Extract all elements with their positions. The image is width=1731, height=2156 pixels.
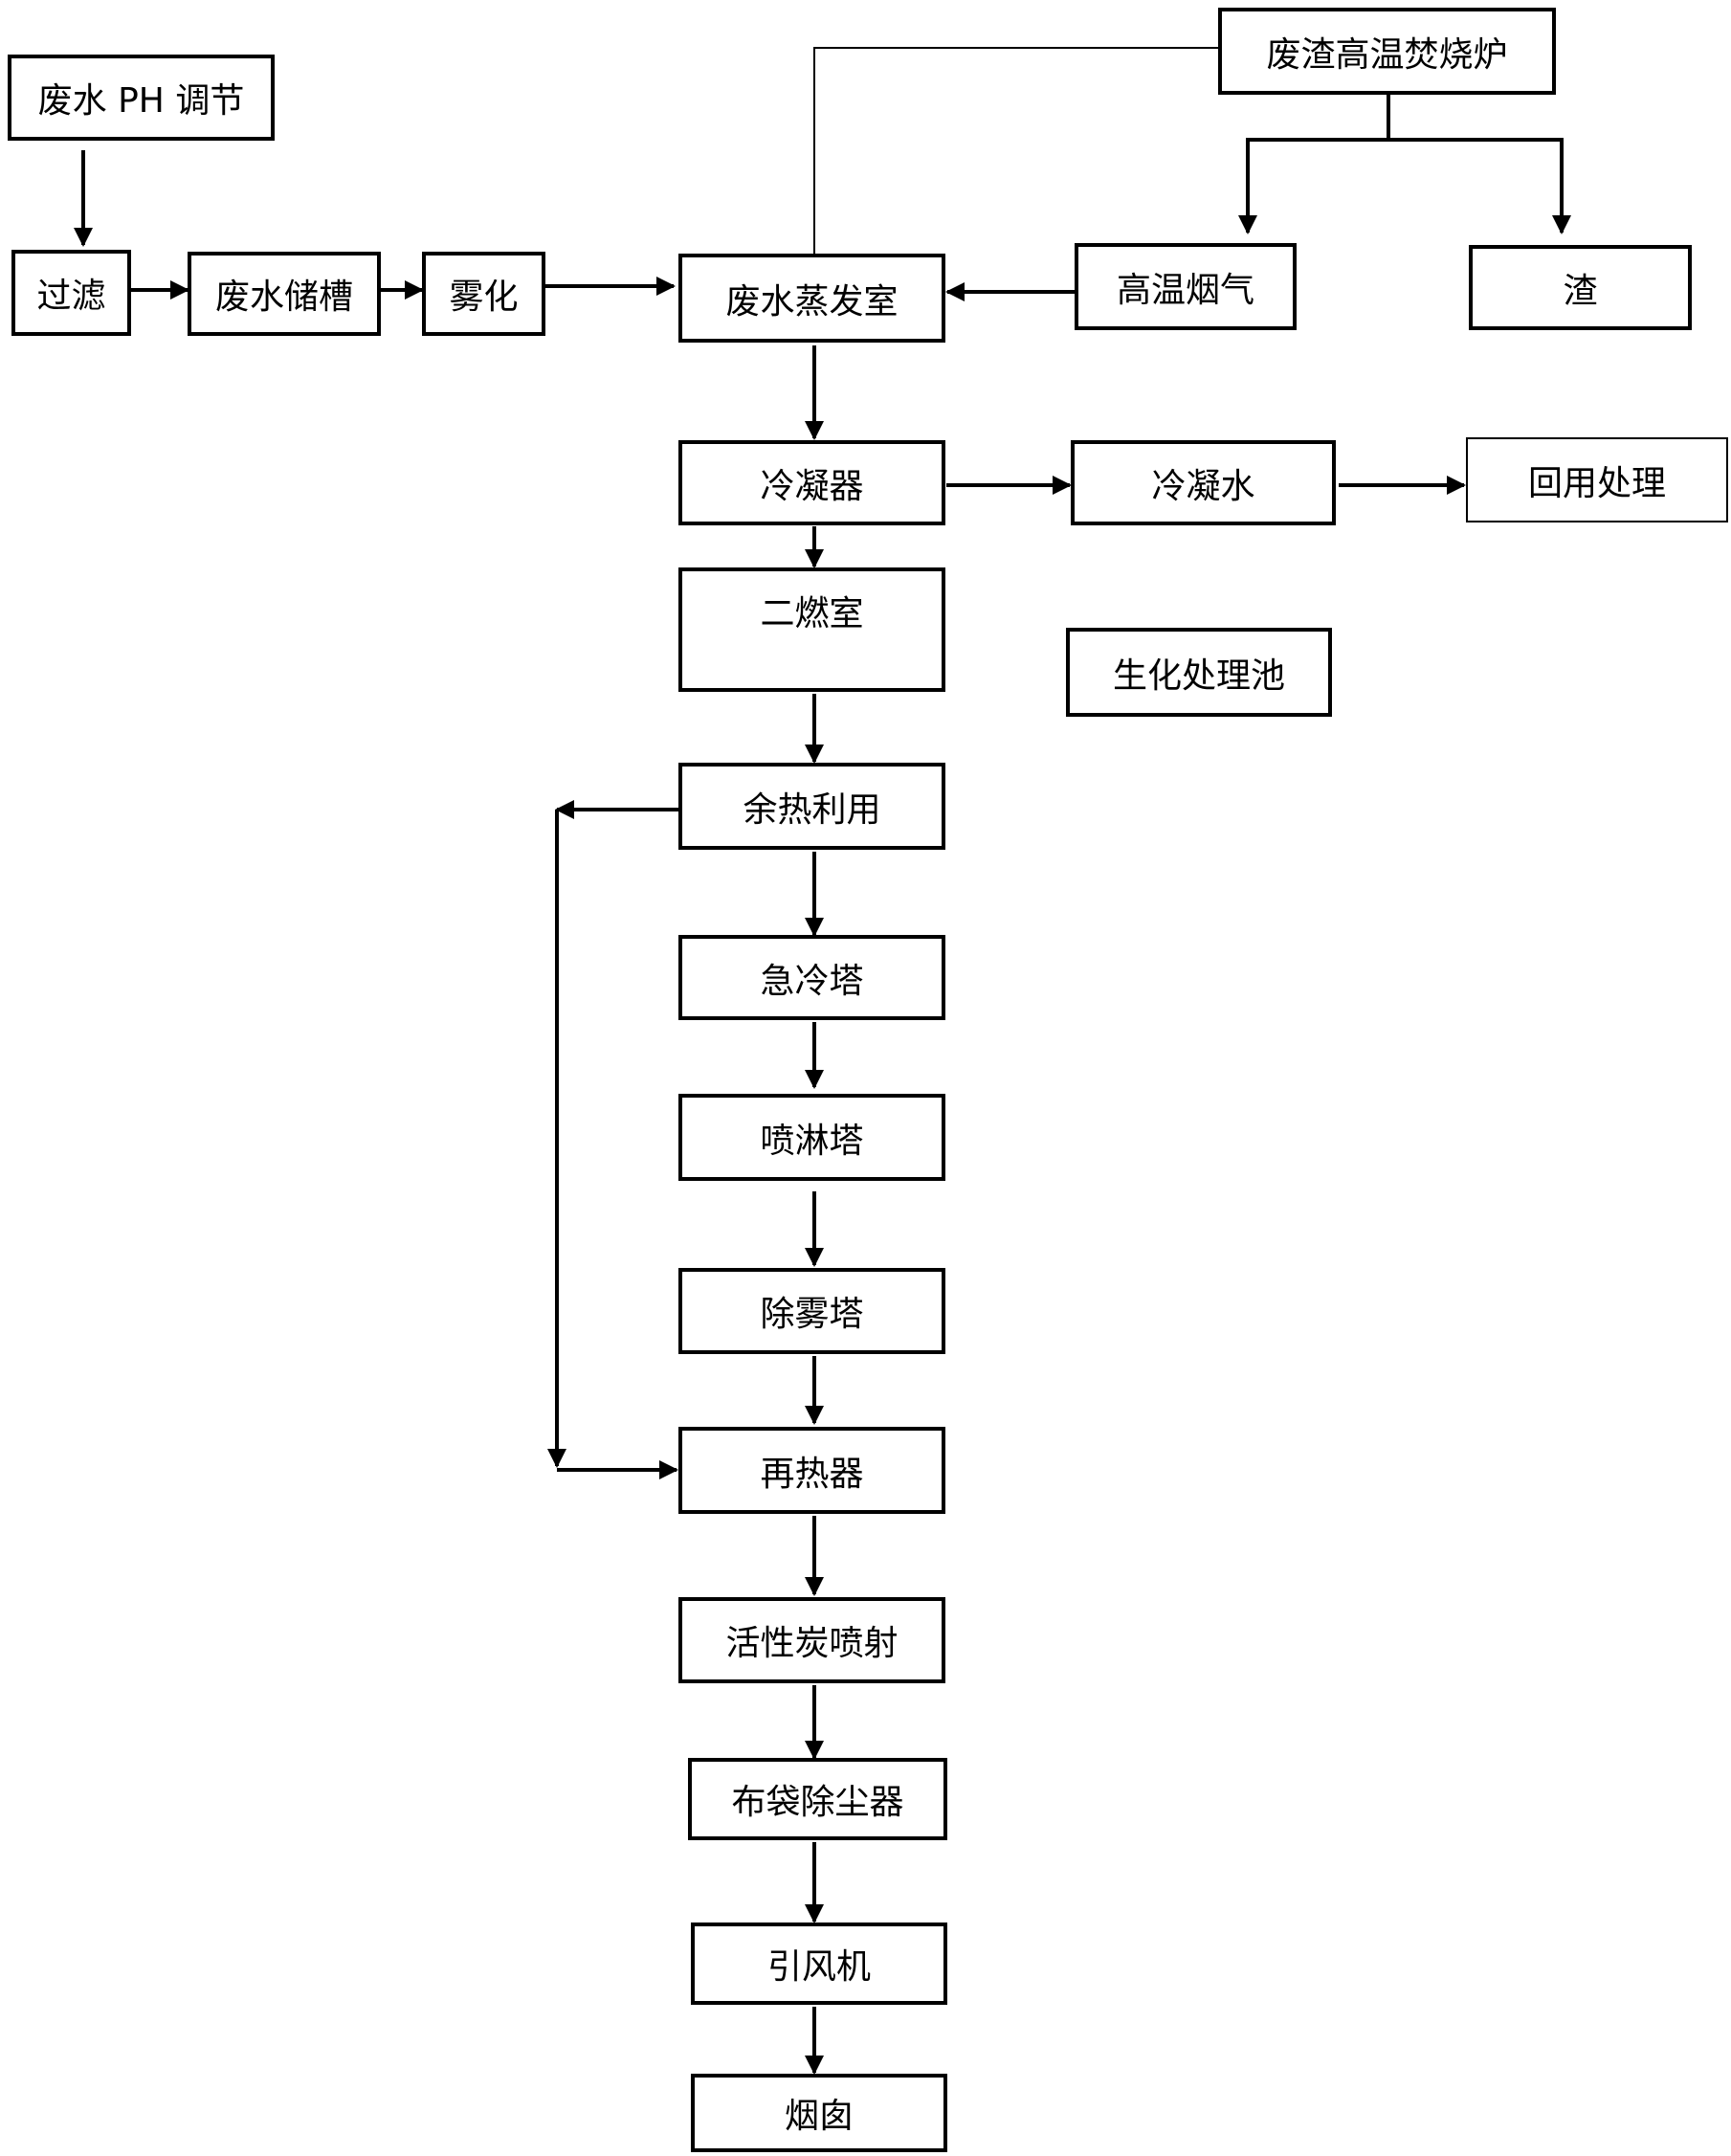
reheater-label: 再热器	[760, 1454, 864, 1494]
biochem-pool-node: 生化处理池	[1066, 628, 1332, 717]
hot-flue-gas-node: 高温烟气	[1075, 243, 1297, 330]
condenser-label: 冷凝器	[760, 466, 864, 506]
storage-tank-node: 废水储槽	[188, 252, 381, 336]
activated-carbon-injection-label: 活性炭喷射	[725, 1624, 899, 1663]
ph-adjust-node: 废水 PH 调节	[8, 55, 275, 141]
storage-tank-label: 废水储槽	[214, 278, 353, 317]
slag-node: 渣	[1469, 245, 1692, 330]
demister-tower-label: 除雾塔	[760, 1295, 864, 1334]
chimney-node: 烟囱	[691, 2074, 947, 2152]
spray-tower-label: 喷淋塔	[760, 1121, 864, 1161]
reheater-node: 再热器	[678, 1427, 945, 1514]
slag-incinerator-node: 废渣高温焚烧炉	[1218, 8, 1556, 95]
filter-node: 过滤	[11, 250, 131, 336]
biochem-pool-label: 生化处理池	[1112, 656, 1285, 696]
ph-adjust-label: 废水 PH 调节	[37, 81, 245, 121]
waste-heat-use-node: 余热利用	[678, 763, 945, 850]
quench-tower-label: 急冷塔	[760, 961, 864, 1001]
arrow-incinerator-to-fluegas	[1238, 95, 1390, 234]
chimney-label: 烟囱	[784, 2097, 854, 2136]
demister-tower-node: 除雾塔	[678, 1268, 945, 1354]
reuse-treatment-label: 回用处理	[1527, 463, 1666, 503]
hot-flue-gas-label: 高温烟气	[1116, 270, 1254, 310]
line-incinerator-to-evaporation	[813, 47, 1218, 256]
filter-label: 过滤	[36, 277, 106, 316]
evaporation-chamber-node: 废水蒸发室	[678, 254, 945, 343]
evaporation-chamber-label: 废水蒸发室	[725, 281, 899, 322]
slag-incinerator-label: 废渣高温焚烧炉	[1266, 34, 1508, 75]
bag-filter-label: 布袋除尘器	[731, 1783, 904, 1822]
condenser-node: 冷凝器	[678, 440, 945, 525]
slag-label: 渣	[1563, 271, 1598, 311]
induced-draft-fan-node: 引风机	[691, 1923, 947, 2005]
spray-tower-node: 喷淋塔	[678, 1094, 945, 1181]
bag-filter-node: 布袋除尘器	[688, 1758, 947, 1840]
secondary-combustion-label: 二燃室	[760, 594, 864, 633]
condensate-label: 冷凝水	[1151, 466, 1255, 506]
condensate-node: 冷凝水	[1071, 440, 1336, 525]
induced-draft-fan-label: 引风机	[766, 1947, 871, 1987]
waste-heat-use-label: 余热利用	[743, 789, 881, 830]
activated-carbon-injection-node: 活性炭喷射	[678, 1597, 945, 1683]
quench-tower-node: 急冷塔	[678, 935, 945, 1020]
arrow-incinerator-to-slag	[1388, 138, 1571, 234]
atomize-node: 雾化	[422, 252, 545, 336]
secondary-combustion-node: 二燃室	[678, 567, 945, 692]
atomize-label: 雾化	[449, 278, 519, 317]
reuse-treatment-node: 回用处理	[1466, 437, 1728, 522]
